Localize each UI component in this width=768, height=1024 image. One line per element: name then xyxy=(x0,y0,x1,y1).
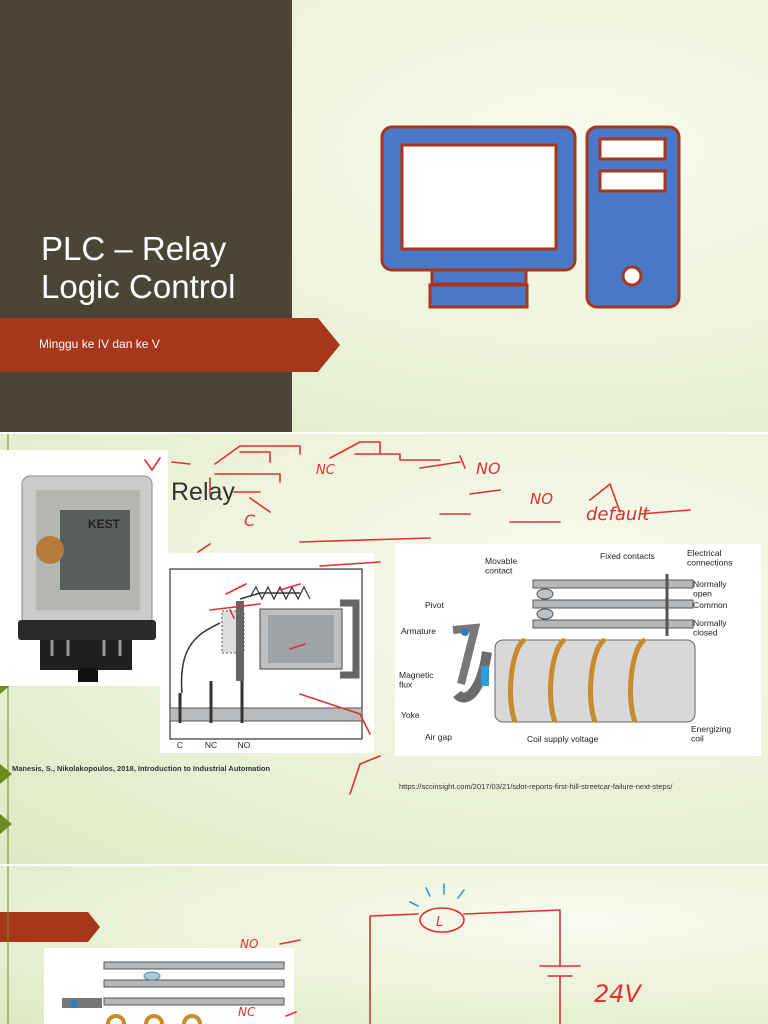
label-nc: NC xyxy=(205,740,217,750)
label-air-gap: Air gap xyxy=(425,732,452,742)
desktop-computer-icon xyxy=(380,125,681,309)
slide-title: PLC – Relay Logic Control xyxy=(41,230,236,305)
ink-lamp: L xyxy=(436,915,443,930)
label-yoke: Yoke xyxy=(401,710,420,720)
relay-photo: KEST xyxy=(0,450,168,686)
relay-brand-label: KEST xyxy=(88,517,121,531)
relay-schematic: C NC NO xyxy=(160,553,374,753)
credit-left: Manesis, S., Nikolakopoulos, 2018, Intro… xyxy=(12,764,271,773)
label-coil-supply-voltage: Coil supply voltage xyxy=(527,734,599,744)
ink-no: NO xyxy=(476,459,501,478)
slide-3: L NO NC 24V xyxy=(0,866,768,1024)
ink-voltage: 24V xyxy=(594,980,643,1008)
relay-title: Relay xyxy=(171,478,235,506)
slide-subtitle: Minggu ke IV dan ke V xyxy=(39,337,160,351)
relay-illustration-small xyxy=(44,948,294,1024)
label-common: Common xyxy=(693,600,728,610)
decorative-arrows xyxy=(7,866,9,1024)
label-no: NO xyxy=(238,740,251,750)
label-c: C xyxy=(177,740,183,750)
subtitle-banner xyxy=(0,318,340,372)
label-armature: Armature xyxy=(401,626,436,636)
label-fixed-contacts: Fixed contacts xyxy=(600,551,655,561)
ink-no-2: NO xyxy=(530,490,553,508)
ink-nc: NC xyxy=(316,463,336,478)
slide-3-banner xyxy=(0,912,100,942)
slide-1: PLC – Relay Logic Control Minggu ke IV d… xyxy=(0,0,768,432)
slide-2: Relay KEST xyxy=(0,434,768,864)
ink-default: default xyxy=(586,504,650,525)
ink-c: C xyxy=(244,511,256,530)
label-pivot: Pivot xyxy=(425,600,445,610)
credit-right: https://sccinsight.com/2017/03/21/sdot-r… xyxy=(399,782,673,791)
